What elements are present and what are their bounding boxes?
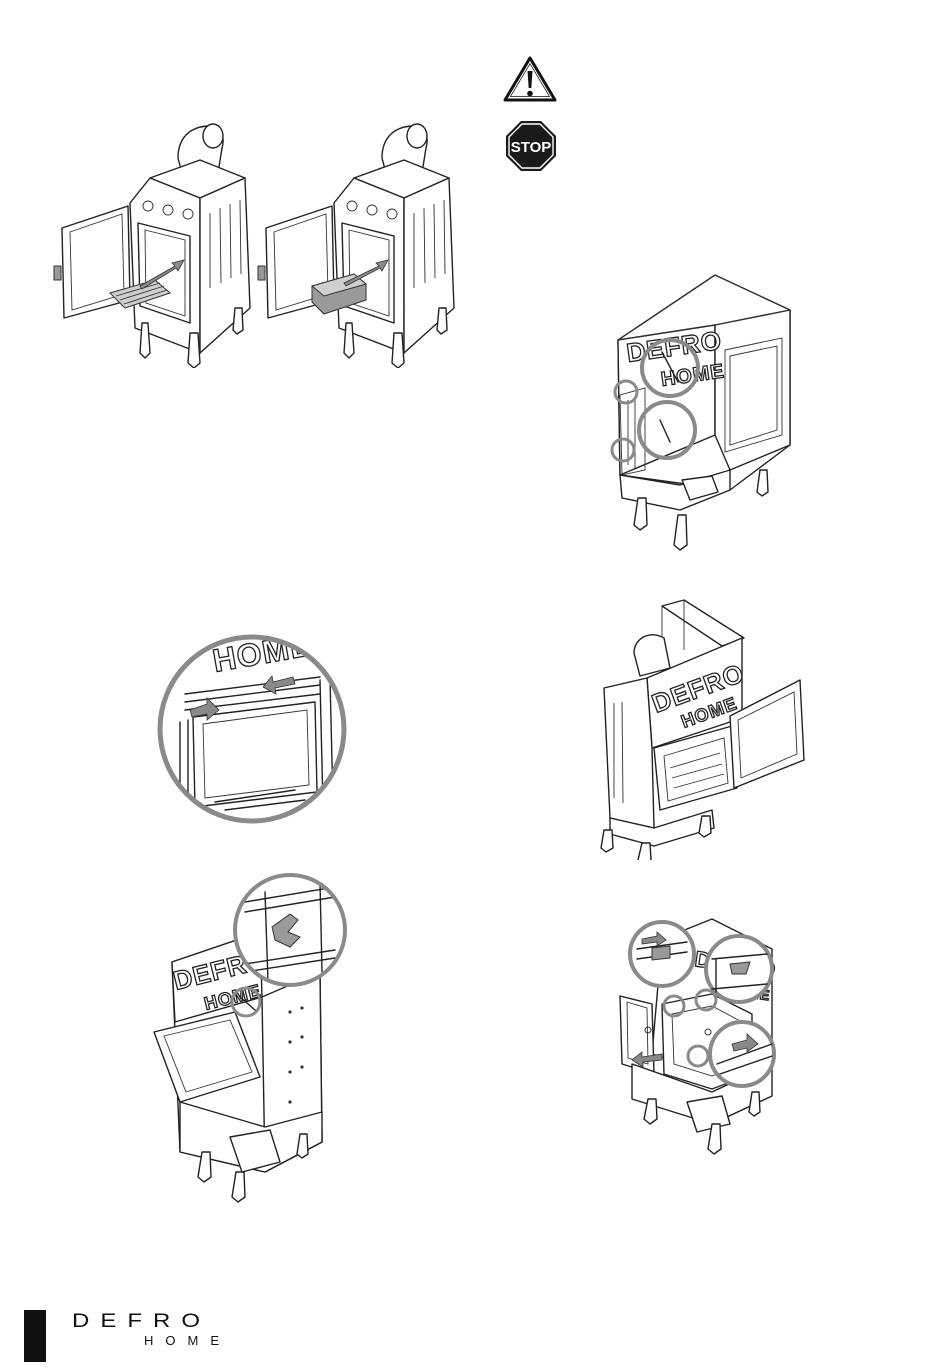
corner-insert-with-locks: DEFRO HOME (612, 914, 787, 1172)
corner-insert-lowered-glass: DEFRO HOME (150, 872, 360, 1207)
stop-sign-text: STOP (511, 139, 552, 156)
insert-with-grate (54, 124, 250, 368)
page-edge-marker (24, 1310, 46, 1362)
logo-top-word: DEFRO (72, 1312, 231, 1331)
stop-sign-icon: STOP (505, 120, 557, 172)
corner-insert-front-view: DEFRO HOME (600, 270, 810, 555)
logo-bottom-word: HOME (144, 1334, 231, 1347)
door-detail-magnified: HOME (155, 632, 350, 827)
warning-triangle-icon (502, 55, 558, 103)
corner-insert-open-door: DEFRO HOME (592, 598, 812, 860)
insert-with-ashpan (258, 124, 454, 368)
brand-logo: DEFRO HOME (72, 1312, 231, 1347)
insert-pair-figure (50, 118, 470, 368)
